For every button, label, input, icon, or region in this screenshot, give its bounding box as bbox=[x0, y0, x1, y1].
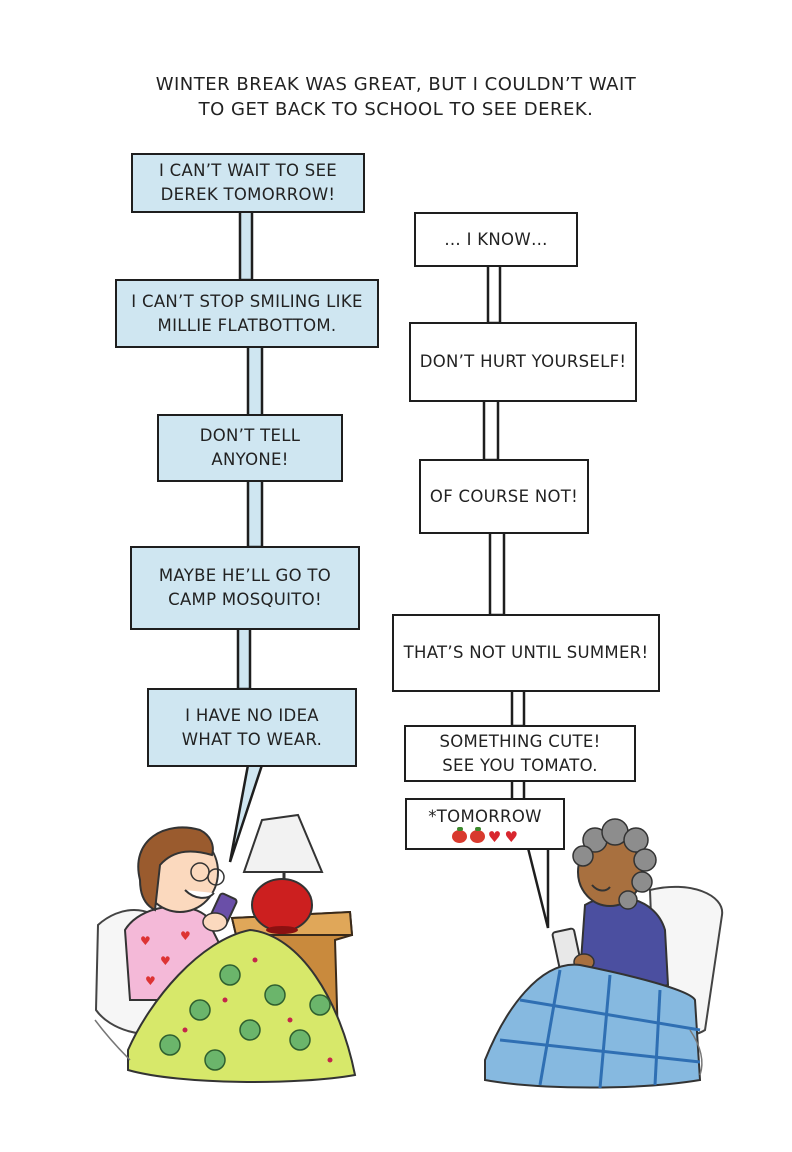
caption-line-1: WINTER BREAK WAS GREAT, BUT I COULDN’T W… bbox=[155, 74, 637, 95]
svg-text:♥: ♥ bbox=[180, 929, 191, 943]
bubble-text-line: WHAT TO WEAR. bbox=[181, 729, 323, 749]
blue-quilt bbox=[484, 963, 702, 1089]
right-character bbox=[551, 818, 670, 992]
message-bubble-right-3: OF COURSE NOT! bbox=[419, 459, 589, 534]
svg-text:♥: ♥ bbox=[145, 974, 156, 988]
bubble-text-line: OF COURSE NOT! bbox=[429, 486, 579, 506]
heart-icon: ♥ bbox=[504, 827, 519, 846]
bubble-text-line: DON’T HURT YOURSELF! bbox=[419, 352, 627, 371]
bubble-text-line: DEREK TOMORROW! bbox=[160, 185, 336, 204]
message-bubble-left-2: I CAN’T STOP SMILING LIKE MILLIE FLATBOT… bbox=[115, 279, 379, 348]
left-character: ♥ ♥ ♥ ♥ bbox=[123, 826, 238, 1001]
bubble-text-line: *TOMORROW bbox=[428, 806, 542, 826]
bubble-text-line: … I KNOW… bbox=[444, 229, 548, 249]
message-bubble-right-1: … I KNOW… bbox=[414, 212, 578, 267]
bubble-text-line: SEE YOU TOMATO. bbox=[442, 755, 598, 775]
bubble-text-line: CAMP MOSQUITO! bbox=[168, 590, 322, 609]
message-bubble-left-4: MAYBE HE’LL GO TO CAMP MOSQUITO! bbox=[130, 546, 360, 630]
message-bubble-right-2: DON’T HURT YOURSELF! bbox=[409, 322, 637, 402]
bubble-text-line: THAT’S NOT UNTIL SUMMER! bbox=[403, 643, 649, 662]
bubble-text-line: DON’T TELL bbox=[199, 426, 301, 445]
bubble-text-line: MAYBE HE’LL GO TO bbox=[158, 566, 332, 585]
message-bubble-left-3: DON’T TELL ANYONE! bbox=[157, 414, 343, 482]
bubble-text-line: I CAN’T STOP SMILING LIKE bbox=[131, 291, 363, 311]
bubble-text-line: SOMETHING CUTE! bbox=[439, 731, 601, 751]
green-quilt bbox=[127, 928, 357, 1083]
message-bubble-right-4: THAT’S NOT UNTIL SUMMER! bbox=[392, 614, 660, 692]
message-bubble-left-1: I CAN’T WAIT TO SEE DEREK TOMORROW! bbox=[131, 153, 365, 213]
svg-text:♥: ♥ bbox=[140, 934, 151, 948]
bubble-text-line: ANYONE! bbox=[211, 450, 289, 469]
bubble-text-line: I CAN’T WAIT TO SEE bbox=[158, 161, 338, 180]
message-bubble-right-5: SOMETHING CUTE! SEE YOU TOMATO. bbox=[404, 725, 636, 782]
message-bubble-left-5: I HAVE NO IDEA WHAT TO WEAR. bbox=[147, 688, 357, 767]
lamp bbox=[242, 813, 324, 934]
bubble-text-line: MILLIE FLATBOTTOM. bbox=[157, 315, 337, 335]
heart-icon: ♥ bbox=[487, 827, 502, 846]
narration-caption: WINTER BREAK WAS GREAT, BUT I COULDN’T W… bbox=[0, 72, 792, 122]
tomato-icon bbox=[469, 826, 485, 843]
emoji-row: ♥ ♥ bbox=[451, 826, 519, 846]
bubble-text-line: I HAVE NO IDEA bbox=[185, 705, 319, 725]
caption-line-2: TO GET BACK TO SCHOOL TO SEE DEREK. bbox=[198, 99, 594, 120]
bedsheet-lines bbox=[94, 1019, 703, 1076]
tomato-icon bbox=[451, 826, 467, 843]
svg-text:♥: ♥ bbox=[160, 954, 171, 968]
message-bubble-right-6: *TOMORROW ♥ ♥ bbox=[405, 798, 565, 850]
